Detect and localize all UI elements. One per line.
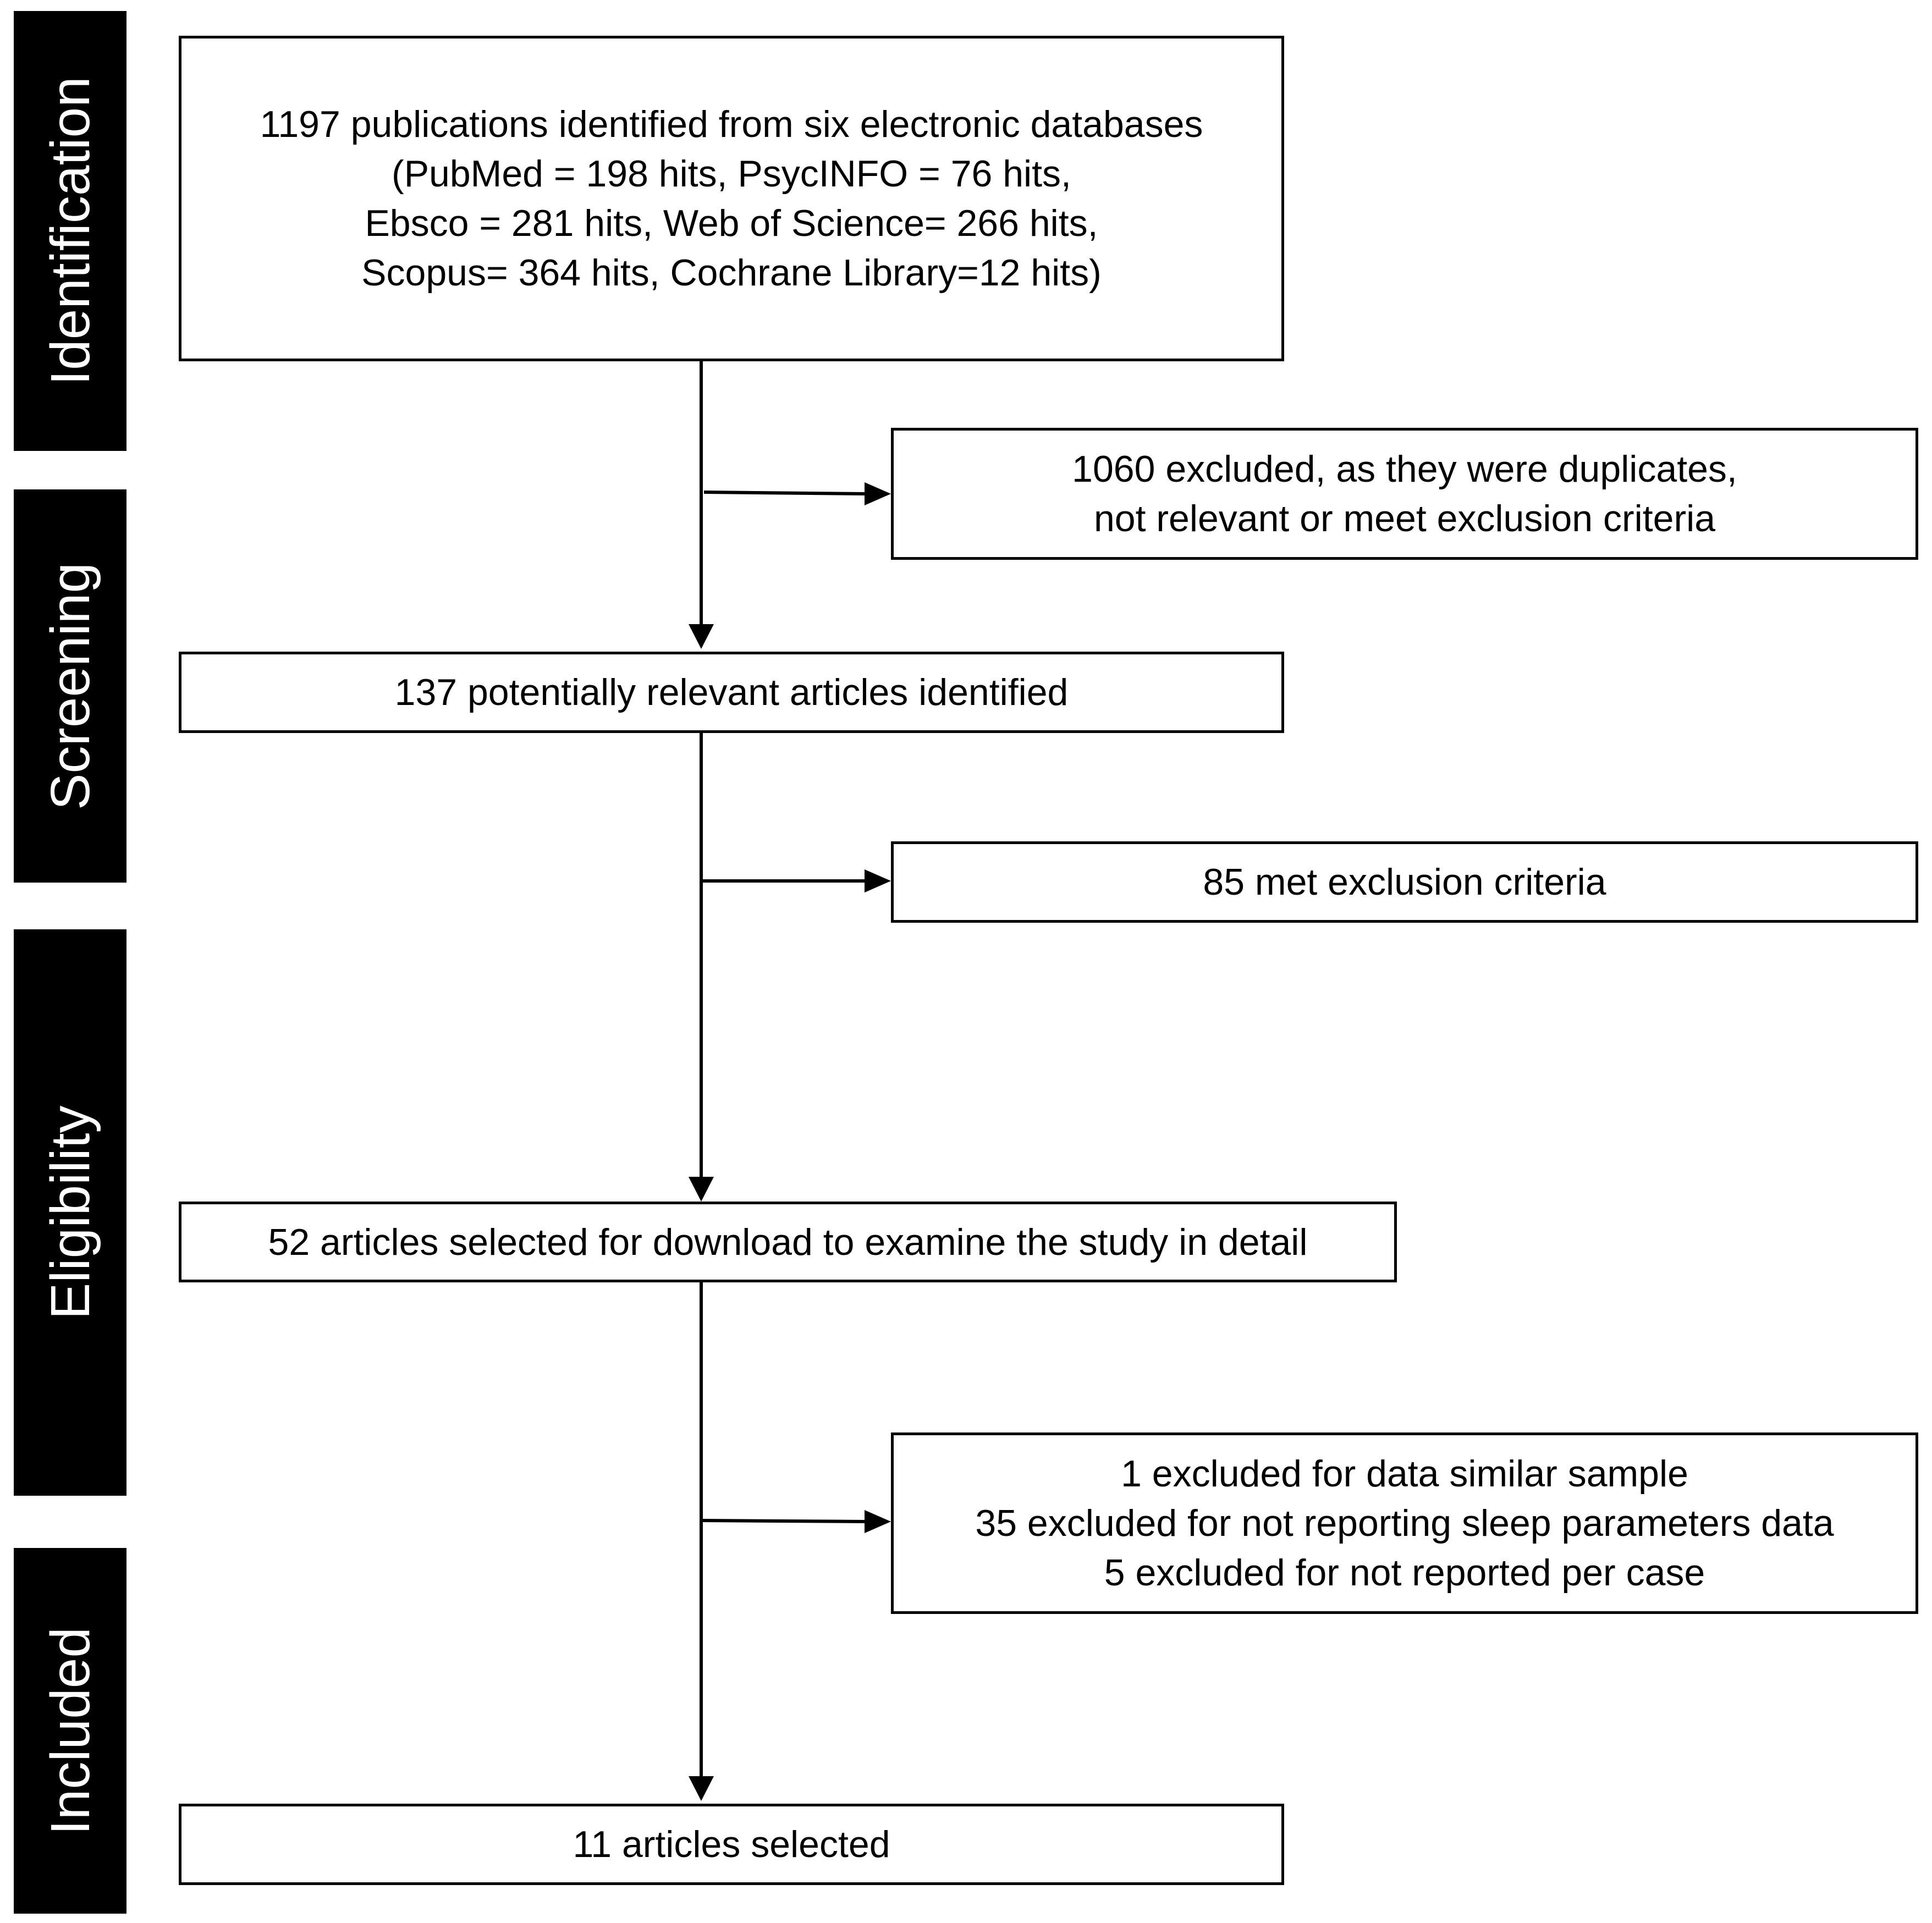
excluded-details-line-1: 1 excluded for data similar sample — [1121, 1453, 1688, 1495]
excluded-details-line-3: 5 excluded for not reported per case — [1104, 1552, 1705, 1594]
excluded-details-line-2: 35 excluded for not reporting sleep para… — [975, 1502, 1834, 1544]
identified-line-3: Ebsco = 281 hits, Web of Science= 266 hi… — [365, 202, 1098, 244]
connector-branch-3 — [701, 1519, 867, 1523]
final-selected-text: 11 articles selected — [573, 1823, 890, 1865]
box-potentially-relevant: 137 potentially relevant articles identi… — [179, 652, 1284, 733]
potentially-relevant-text: 137 potentially relevant articles identi… — [394, 671, 1069, 713]
phase-bar-screening: Screening — [14, 489, 126, 883]
box-selected-for-download: 52 articles selected for download to exa… — [179, 1202, 1397, 1282]
box-met-exclusion: 85 met exclusion criteria — [891, 841, 1918, 923]
arrowhead-down-3 — [689, 1776, 714, 1801]
phase-bar-identification: Identification — [14, 11, 126, 451]
box-final-selected: 11 articles selected — [179, 1804, 1284, 1885]
identified-line-4: Scopus= 364 hits, Cochrane Library=12 hi… — [361, 252, 1102, 294]
identified-line-2: (PubMed = 198 hits, PsycINFO = 76 hits, — [392, 153, 1071, 195]
excluded-duplicates-line-1: 1060 excluded, as they were duplicates, — [1072, 448, 1737, 490]
connector-branch-1 — [703, 491, 867, 495]
met-exclusion-text: 85 met exclusion criteria — [1203, 861, 1606, 903]
arrowhead-down-1 — [689, 624, 714, 649]
arrowhead-right-3 — [865, 1510, 891, 1533]
phase-bar-included: Included — [14, 1548, 126, 1914]
box-identified: 1197 publications identified from six el… — [179, 36, 1284, 361]
excluded-duplicates-line-2: not relevant or meet exclusion criteria — [1093, 498, 1716, 539]
selected-for-download-text: 52 articles selected for download to exa… — [268, 1221, 1308, 1263]
arrowhead-right-2 — [865, 869, 891, 892]
identified-line-1: 1197 publications identified from six el… — [260, 103, 1203, 145]
phase-bar-eligibility: Eligibility — [14, 929, 126, 1496]
arrowhead-right-1 — [865, 482, 891, 505]
arrowhead-down-2 — [689, 1177, 714, 1202]
box-excluded-duplicates: 1060 excluded, as they were duplicates, … — [891, 428, 1918, 560]
box-excluded-details: 1 excluded for data similar sample 35 ex… — [891, 1432, 1918, 1614]
